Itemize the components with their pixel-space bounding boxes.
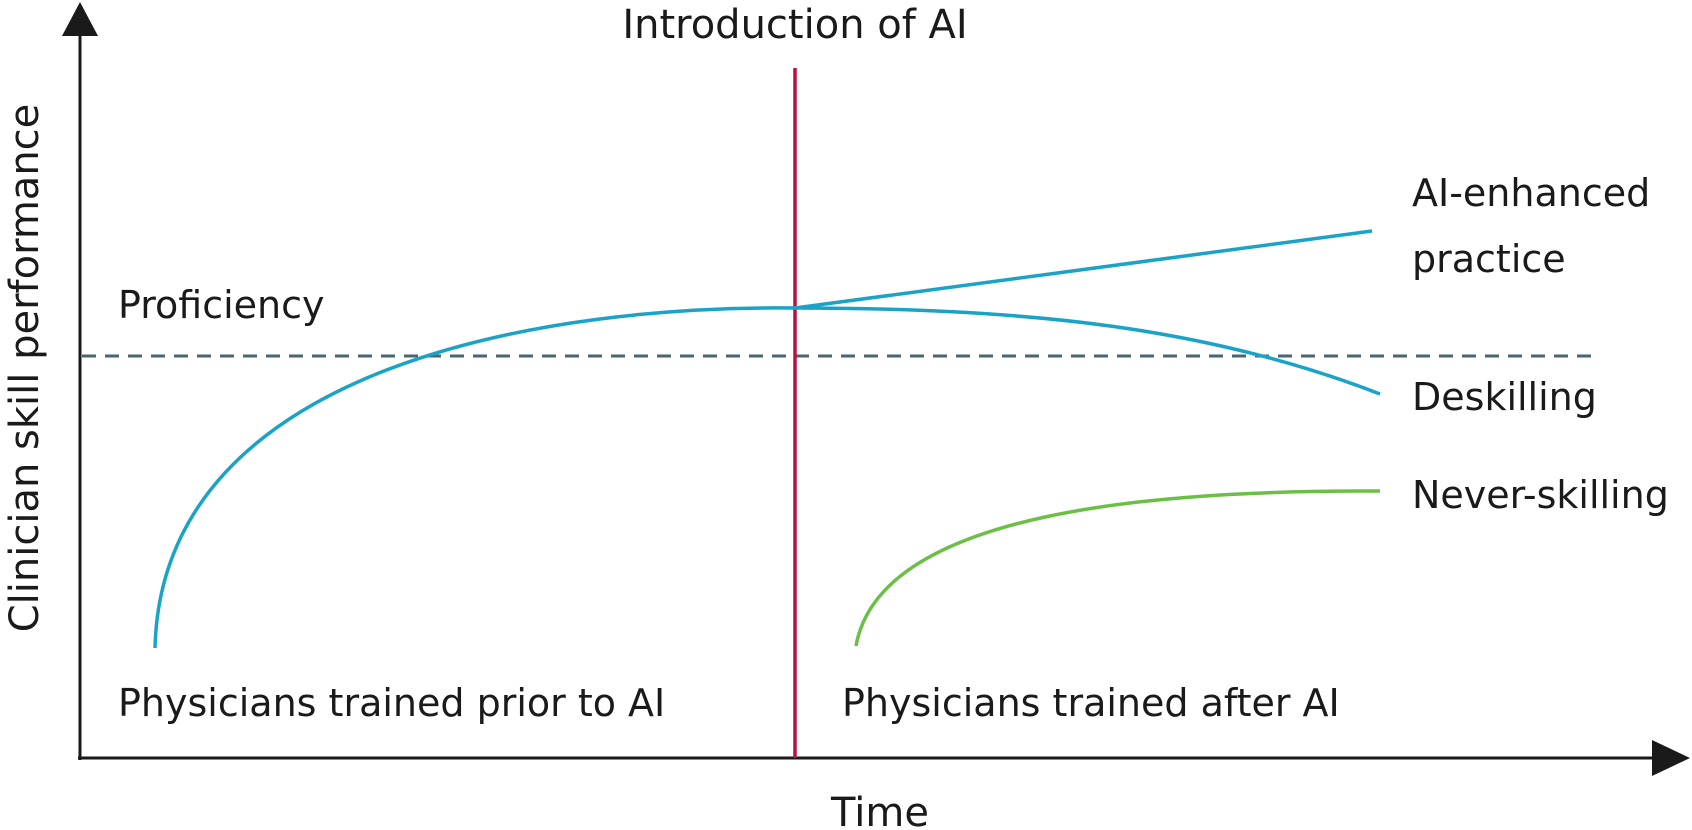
pre-ai-learning-curve (153, 306, 796, 649)
ai-enhanced-label-line1: AI-enhanced (1412, 171, 1650, 215)
ai-enhanced-practice-curve (794, 229, 1373, 310)
deskilling-curve (794, 306, 1381, 396)
x-axis-arrowhead (1652, 740, 1690, 776)
never-skilling-label: Never-skilling (1412, 473, 1669, 517)
y-axis-arrowhead (62, 2, 98, 36)
deskilling-label: Deskilling (1412, 375, 1597, 419)
trained-after-label: Physicians trained after AI (842, 681, 1340, 725)
introduction-of-ai-label: Introduction of AI (622, 2, 967, 48)
x-axis-label: Time (830, 790, 929, 830)
trained-prior-label: Physicians trained prior to AI (118, 681, 665, 725)
y-axis-label: Clinician skill performance (2, 104, 48, 633)
never-skilling-curve (854, 489, 1381, 647)
proficiency-label: Proficiency (118, 283, 325, 327)
ai-enhanced-label-line2: practice (1412, 237, 1566, 281)
